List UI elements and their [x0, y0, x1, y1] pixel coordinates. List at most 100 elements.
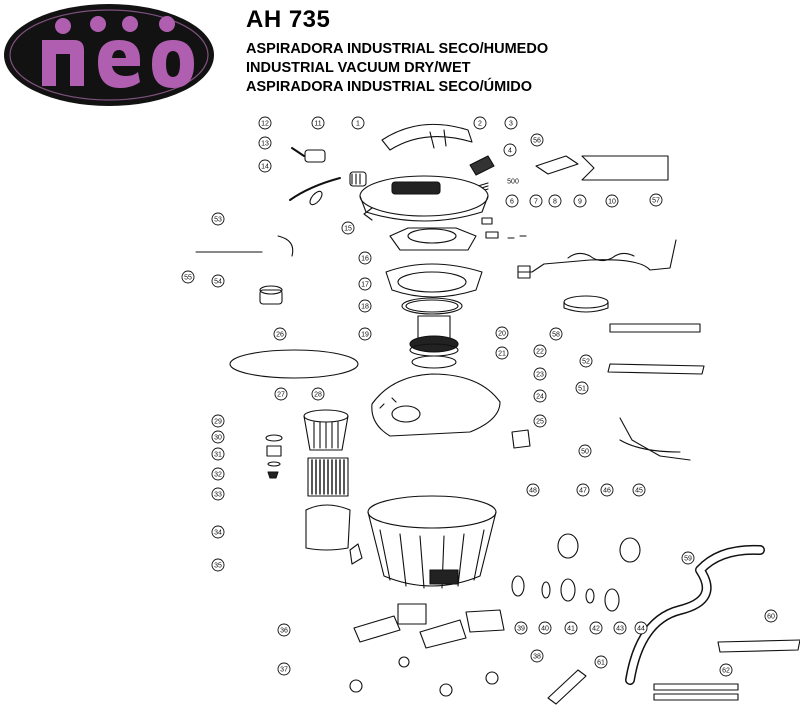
- callout-label: 17: [361, 282, 369, 289]
- callout-label: 47: [579, 488, 587, 495]
- callout-52: 52: [579, 354, 593, 368]
- callout-28: 28: [311, 387, 325, 401]
- part-clips: [481, 217, 527, 239]
- callout-label: 57: [652, 198, 660, 205]
- callout-61: 61: [594, 655, 608, 669]
- callout-label: 9: [578, 199, 582, 206]
- callout-56: 56: [530, 133, 544, 147]
- callout-label: 25: [536, 419, 544, 426]
- callout-label: 11: [314, 121, 321, 128]
- callout-label: 37: [280, 667, 288, 674]
- callout-label: 36: [280, 628, 288, 635]
- callout-6: 6: [505, 194, 519, 208]
- part-motor-ring: [411, 355, 457, 369]
- callout-label: 24: [536, 394, 544, 401]
- callout-23: 23: [533, 367, 547, 381]
- part-gasket: [401, 297, 463, 315]
- callout-31: 31: [211, 447, 225, 461]
- part-motor: [409, 315, 459, 357]
- callout-label: 33: [214, 492, 222, 499]
- header: AH 735 ASPIRADORA INDUSTRIAL SECO/HUMEDO…: [246, 6, 548, 97]
- callout-label: 23: [536, 372, 544, 379]
- part-tag: [349, 543, 363, 565]
- callout-30: 30: [211, 430, 225, 444]
- callout-14: 14: [258, 159, 272, 173]
- callout-32: 32: [211, 467, 225, 481]
- callout-26: 26: [273, 327, 287, 341]
- part-ring-58: [563, 295, 609, 313]
- callout-label: 6: [510, 199, 514, 206]
- title-spanish: ASPIRADORA INDUSTRIAL SECO/HUMEDO: [246, 41, 549, 57]
- callout-7: 7: [529, 194, 543, 208]
- callout-label: 7: [534, 199, 538, 206]
- callout-label: 54: [214, 279, 222, 286]
- callout-48: 48: [526, 483, 540, 497]
- callout-label: 60: [767, 614, 775, 621]
- part-nozzle-small: [259, 285, 283, 305]
- callout-label: 8: [553, 199, 557, 206]
- callout-label: 59: [684, 556, 692, 563]
- callout-label: 40: [541, 626, 549, 633]
- callout-label: 39: [517, 626, 525, 633]
- callout-label: 20: [498, 331, 506, 338]
- callout-45: 45: [632, 483, 646, 497]
- part-foam-57: [581, 155, 669, 181]
- callout-label: 42: [592, 626, 600, 633]
- callout-label: 35: [214, 563, 222, 570]
- callout-11: 11: [311, 116, 325, 130]
- callout-label: 1: [356, 121, 360, 128]
- part-lid-base: [385, 263, 483, 298]
- title-english: INDUSTRIAL VACUUM DRY/WET: [246, 60, 471, 76]
- callout-43: 43: [613, 621, 627, 635]
- callout-label: 55: [184, 275, 192, 282]
- part-crevice-tool: [547, 669, 587, 705]
- callout-16: 16: [358, 251, 372, 265]
- callout-label: 53: [214, 217, 222, 224]
- callout-18: 18: [358, 299, 372, 313]
- callout-8: 8: [548, 194, 562, 208]
- callout-46: 46: [600, 483, 614, 497]
- part-motor-cover: [359, 175, 489, 222]
- title-portuguese: ASPIRADORA INDUSTRIAL SECO/ÚMIDO: [246, 79, 532, 95]
- callout-20: 20: [495, 326, 509, 340]
- callout-label: 31: [214, 452, 222, 459]
- callout-500: 500: [507, 179, 519, 186]
- callout-label: 26: [276, 332, 284, 339]
- part-foam-56: [535, 155, 579, 175]
- callout-label: 13: [261, 141, 269, 148]
- callout-label: 58: [552, 332, 560, 339]
- callout-25: 25: [533, 414, 547, 428]
- callout-label: 21: [498, 351, 506, 358]
- callout-9: 9: [573, 194, 587, 208]
- part-casters: [349, 656, 499, 697]
- part-latch: [511, 429, 531, 449]
- callout-27: 27: [274, 387, 288, 401]
- part-float-set: [265, 434, 283, 479]
- part-small-fittings: [289, 147, 367, 206]
- part-tank: [367, 495, 497, 589]
- callout-53: 53: [211, 212, 225, 226]
- callout-label: 19: [361, 332, 369, 339]
- callout-3: 3: [504, 116, 518, 130]
- callout-label: 28: [314, 392, 322, 399]
- callout-2: 2: [473, 116, 487, 130]
- callout-label: 62: [722, 668, 730, 675]
- callout-57: 57: [649, 193, 663, 207]
- callout-label: 51: [578, 386, 586, 393]
- callout-34: 34: [211, 525, 225, 539]
- callout-label: 22: [536, 349, 544, 356]
- neo-logo: [4, 4, 214, 106]
- callout-44: 44: [634, 621, 648, 635]
- part-switch: [469, 155, 495, 176]
- callout-38: 38: [530, 649, 544, 663]
- model-title: AH 735: [246, 6, 331, 33]
- callout-label: 34: [214, 530, 222, 537]
- part-motor-holder: [389, 227, 477, 251]
- callout-36: 36: [277, 623, 291, 637]
- callout-60: 60: [764, 609, 778, 623]
- callout-1: 1: [351, 116, 365, 130]
- callout-label: 15: [344, 226, 352, 233]
- part-lid-shell: [371, 373, 501, 437]
- callout-10: 10: [605, 194, 619, 208]
